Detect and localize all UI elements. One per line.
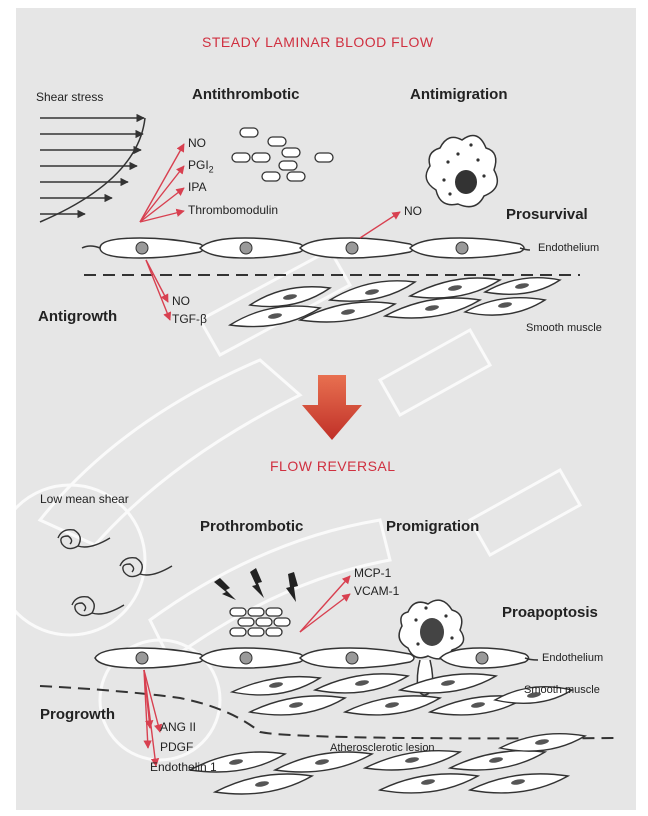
endothelium-top — [82, 238, 530, 258]
endothelium-label-bottom: Endothelium — [542, 652, 603, 664]
progrowth-item-ang: ANG II — [160, 720, 196, 734]
antimigration-label: Antimigration — [410, 86, 508, 103]
antithrombotic-item-ipa: IPA — [188, 180, 206, 194]
vortex-spirals — [58, 530, 172, 616]
smooth-muscle-top — [230, 278, 560, 327]
endothelium-bottom — [95, 648, 538, 668]
promigration-item-vcam1: VCAM-1 — [354, 584, 399, 598]
shear-stress-profile — [40, 118, 145, 222]
progrowth-item-endothelin: Endothelin 1 — [150, 760, 217, 774]
shear-stress-label: Shear stress — [36, 90, 103, 104]
progrowth-item-pdgf: PDGF — [160, 740, 193, 754]
platelets-top — [232, 128, 333, 181]
prosurvival-label: Prosurvival — [506, 206, 588, 223]
progrowth-label: Progrowth — [40, 706, 115, 723]
atherosclerotic-lesion-label: Atherosclerotic lesion — [330, 742, 435, 754]
promigration-label: Promigration — [386, 518, 479, 535]
macrophage-top — [426, 136, 497, 207]
promigration-item-mcp1: MCP-1 — [354, 566, 391, 580]
antithrombotic-item-thrombomodulin: Thrombomodulin — [188, 203, 278, 217]
low-mean-shear-label: Low mean shear — [40, 492, 129, 506]
antimigration-item-no: NO — [404, 204, 422, 218]
smooth-muscle-bottom — [232, 674, 572, 715]
proapoptosis-label: Proapoptosis — [502, 604, 598, 621]
antithrombotic-item-pgi: PGI2 — [188, 158, 214, 174]
endothelium-label-top: Endothelium — [538, 242, 599, 254]
antithrombotic-label: Antithrombotic — [192, 86, 299, 103]
smooth-muscle-label-top: Smooth muscle — [526, 322, 602, 334]
antigrowth-item-no: NO — [172, 294, 190, 308]
antigrowth-label: Antigrowth — [38, 308, 117, 325]
antithrombotic-item-no: NO — [188, 136, 206, 150]
platelets-bottom — [230, 608, 290, 636]
antigrowth-item-tgf: TGF-β — [172, 312, 207, 326]
smooth-muscle-label-bottom: Smooth muscle — [524, 684, 600, 696]
prothrombotic-label: Prothrombotic — [200, 518, 303, 535]
title-steady-laminar: STEADY LAMINAR BLOOD FLOW — [202, 34, 434, 50]
title-flow-reversal: FLOW REVERSAL — [270, 458, 396, 474]
transition-arrow — [302, 375, 362, 440]
